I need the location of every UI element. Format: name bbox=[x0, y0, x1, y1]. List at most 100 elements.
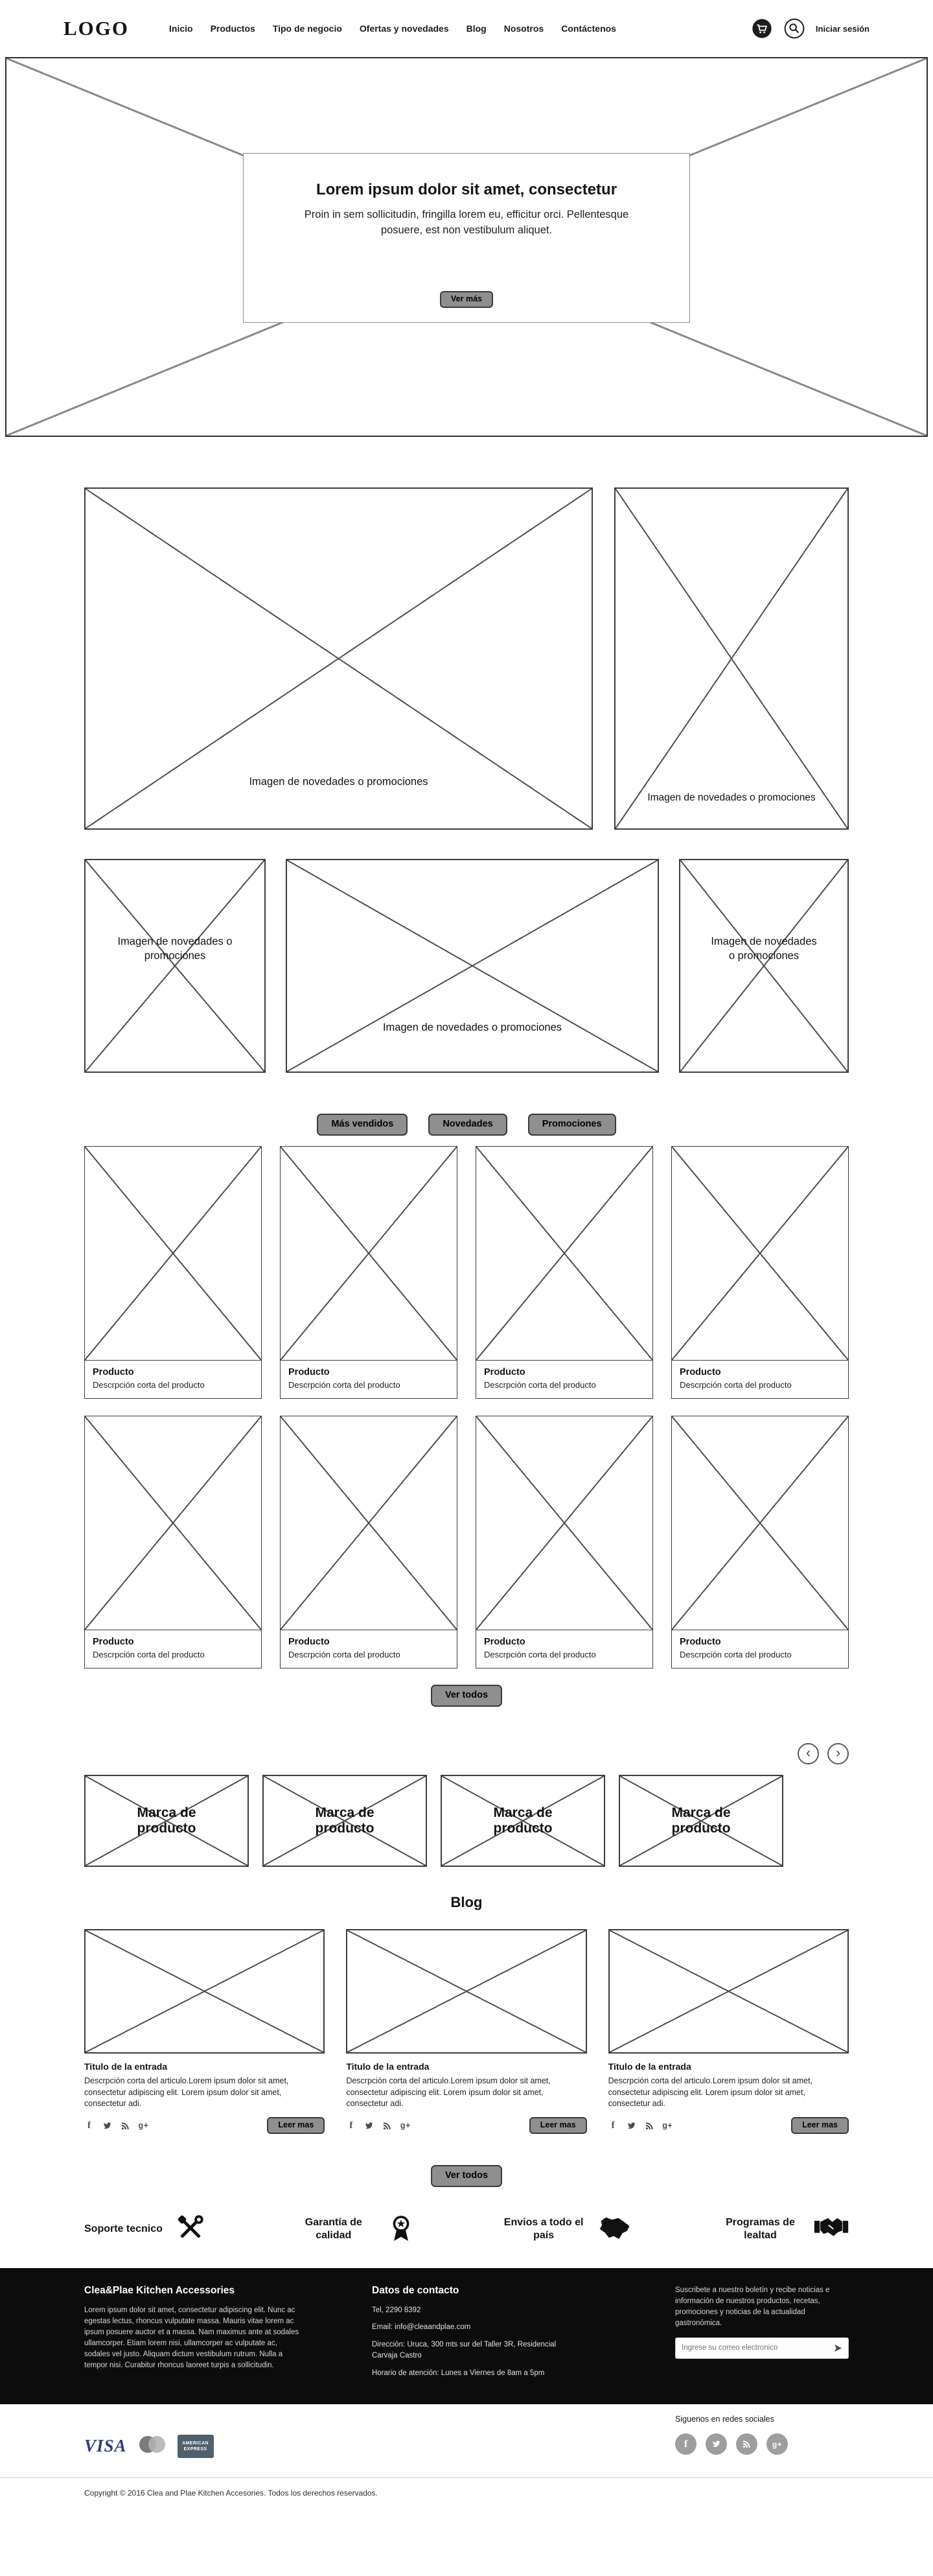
tab-novedades[interactable]: Novedades bbox=[428, 1114, 507, 1136]
product-name: Producto bbox=[93, 1366, 134, 1377]
product-card[interactable]: Producto Descrpción corta del producto bbox=[671, 1145, 849, 1399]
facebook-icon[interactable]: f bbox=[675, 2433, 697, 2455]
promo-image-large[interactable]: Imagen de novedades o promociones bbox=[84, 487, 593, 830]
google-plus-icon[interactable]: g+ bbox=[400, 2121, 411, 2130]
twitter-icon[interactable] bbox=[364, 2121, 374, 2131]
medal-icon bbox=[387, 2214, 415, 2245]
brand-box[interactable]: Marca de producto bbox=[441, 1774, 605, 1867]
promo-image-small-left[interactable]: Imagen de novedades o promociones bbox=[84, 859, 266, 1073]
rss-icon[interactable] bbox=[645, 2121, 654, 2131]
google-plus-icon[interactable]: g+ bbox=[138, 2121, 149, 2130]
newsletter-submit-icon[interactable] bbox=[834, 2344, 842, 2352]
promos-row-2: Imagen de novedades o promociones Imagen… bbox=[84, 859, 849, 1073]
tab-promociones[interactable]: Promociones bbox=[527, 1114, 616, 1136]
google-plus-icon[interactable]: g+ bbox=[766, 2433, 788, 2455]
carousel-prev-button[interactable]: ‹ bbox=[798, 1742, 819, 1764]
product-image-placeholder bbox=[476, 1146, 652, 1361]
footer-newsletter: Suscribete a nuestro boletín y recibe no… bbox=[675, 2285, 849, 2385]
product-card[interactable]: Producto Descrpción corta del producto bbox=[280, 1145, 457, 1399]
blog-image-placeholder[interactable] bbox=[84, 1928, 325, 2054]
contact-address: Dirección: Uruca, 300 mts sur del Taller… bbox=[372, 2341, 557, 2359]
footer-contact: Datos de contacto Tel, 2290 8392 Email: … bbox=[372, 2285, 566, 2385]
tab-mas-vendidos[interactable]: Más vendidos bbox=[317, 1114, 408, 1136]
login-link[interactable]: Iniciar sesión bbox=[815, 23, 870, 34]
view-all-products-button[interactable]: Ver todos bbox=[430, 1684, 503, 1707]
footer: Clea&Plae Kitchen Accessories Lorem ipsu… bbox=[0, 2267, 933, 2405]
hero-cta-button[interactable]: Ver más bbox=[440, 291, 493, 308]
product-description: Descrpción corta del producto bbox=[680, 1649, 792, 1659]
product-card[interactable]: Producto Descrpción corta del producto bbox=[476, 1145, 653, 1399]
product-name: Producto bbox=[93, 1636, 134, 1647]
product-card[interactable]: Producto Descrpción corta del producto bbox=[280, 1415, 457, 1669]
read-more-button[interactable]: Leer mas bbox=[791, 2117, 849, 2134]
twitter-icon[interactable] bbox=[627, 2121, 636, 2131]
promo-image-small-right[interactable]: Imagen de novedades o promociones bbox=[679, 859, 849, 1073]
promo-label: Imagen de novedades o promociones bbox=[711, 935, 817, 962]
nav-item-tipo-de-negocio[interactable]: Tipo de negocio bbox=[272, 23, 342, 34]
promo-image-wide[interactable]: Imagen de novedades o promociones bbox=[286, 859, 659, 1073]
facebook-icon[interactable]: f bbox=[349, 2120, 353, 2131]
product-card[interactable]: Producto Descrpción corta del producto bbox=[476, 1415, 653, 1669]
blog-card: Titulo de la entrada Descrpción corta de… bbox=[346, 1928, 587, 2134]
features-band: Soporte tecnico Garantía de calidad bbox=[84, 2187, 849, 2268]
read-more-button[interactable]: Leer mas bbox=[529, 2117, 587, 2134]
newsletter-email-input[interactable] bbox=[682, 2344, 834, 2352]
nav-item-inicio[interactable]: Inicio bbox=[169, 23, 193, 34]
product-description: Descrpción corta del producto bbox=[93, 1649, 205, 1659]
rss-icon[interactable] bbox=[121, 2121, 130, 2131]
brand-label: Marca de producto bbox=[315, 1805, 374, 1836]
cart-icon[interactable] bbox=[751, 18, 773, 40]
product-description: Descrpción corta del producto bbox=[484, 1379, 596, 1390]
brand-box[interactable]: Marca de producto bbox=[262, 1774, 427, 1867]
promos-row-1: Imagen de novedades o promociones Imagen… bbox=[84, 487, 849, 830]
product-card[interactable]: Producto Descrpción corta del producto bbox=[84, 1145, 262, 1399]
blog-image-placeholder[interactable] bbox=[346, 1928, 587, 2054]
view-all-posts-button[interactable]: Ver todos bbox=[430, 2164, 503, 2187]
brand-box[interactable]: Marca de producto bbox=[84, 1774, 249, 1867]
twitter-icon[interactable] bbox=[706, 2433, 727, 2455]
twitter-icon[interactable] bbox=[102, 2121, 112, 2131]
product-name: Producto bbox=[484, 1366, 525, 1377]
logo[interactable]: LOGO bbox=[63, 17, 130, 40]
feature-label: Envios a todo el país bbox=[503, 2217, 584, 2242]
promo-image-side[interactable]: Imagen de novedades o promociones bbox=[614, 487, 849, 830]
facebook-icon[interactable]: f bbox=[611, 2120, 615, 2131]
footer-about-title: Clea&Plae Kitchen Accessories bbox=[84, 2284, 235, 2296]
product-card[interactable]: Producto Descrpción corta del producto bbox=[84, 1415, 262, 1669]
rss-icon[interactable] bbox=[736, 2433, 757, 2455]
rss-icon[interactable] bbox=[382, 2121, 392, 2131]
google-plus-icon[interactable]: g+ bbox=[662, 2121, 673, 2130]
nav-item-blog[interactable]: Blog bbox=[466, 23, 487, 34]
feature-label: Garantía de calidad bbox=[305, 2217, 362, 2242]
search-icon[interactable] bbox=[783, 18, 805, 40]
feature-envios-pais: Envios a todo el país bbox=[503, 2214, 632, 2245]
blog-excerpt: Descrpción corta del articulo.Lorem ipsu… bbox=[608, 2076, 813, 2109]
product-image-placeholder bbox=[476, 1416, 652, 1630]
brands-carousel: ‹ › Marca de producto Marca de producto … bbox=[84, 1742, 849, 1867]
blog-section-title: Blog bbox=[450, 1893, 483, 1910]
promo-label: Imagen de novedades o promociones bbox=[382, 1022, 562, 1033]
feature-programas-lealtad: Programas de lealtad bbox=[720, 2215, 849, 2244]
hero-card: Lorem ipsum dolor sit amet, consectetur … bbox=[243, 153, 690, 323]
brand-label: Marca de producto bbox=[137, 1805, 196, 1836]
visa-logo: VISA bbox=[84, 2436, 127, 2456]
brand-box[interactable]: Marca de producto bbox=[619, 1774, 783, 1867]
nav-item-nosotros[interactable]: Nosotros bbox=[503, 23, 544, 34]
hero-title: Lorem ipsum dolor sit amet, consectetur bbox=[316, 181, 617, 198]
product-description: Descrpción corta del producto bbox=[680, 1379, 792, 1390]
nav-item-contactenos[interactable]: Contáctenos bbox=[561, 23, 616, 34]
carousel-next-button[interactable]: › bbox=[827, 1742, 849, 1764]
nav-item-ofertas-y-novedades[interactable]: Ofertas y novedades bbox=[359, 23, 449, 34]
product-description: Descrpción corta del producto bbox=[93, 1379, 205, 1390]
facebook-icon[interactable]: f bbox=[87, 2120, 91, 2131]
mastercard-logo bbox=[137, 2434, 168, 2458]
product-description: Descrpción corta del producto bbox=[484, 1649, 596, 1659]
nav-item-productos[interactable]: Productos bbox=[210, 23, 255, 34]
blog-card: Titulo de la entrada Descrpción corta de… bbox=[608, 1928, 849, 2134]
blog-image-placeholder[interactable] bbox=[608, 1928, 849, 2054]
contact-email: Email: info@cleaandplae.com bbox=[372, 2323, 471, 2332]
social-follow: Siguenos en redes sociales f g+ bbox=[675, 2411, 849, 2455]
product-card[interactable]: Producto Descrpción corta del producto bbox=[671, 1415, 849, 1669]
read-more-button[interactable]: Leer mas bbox=[267, 2117, 325, 2134]
footer-contact-title: Datos de contacto bbox=[372, 2284, 459, 2296]
